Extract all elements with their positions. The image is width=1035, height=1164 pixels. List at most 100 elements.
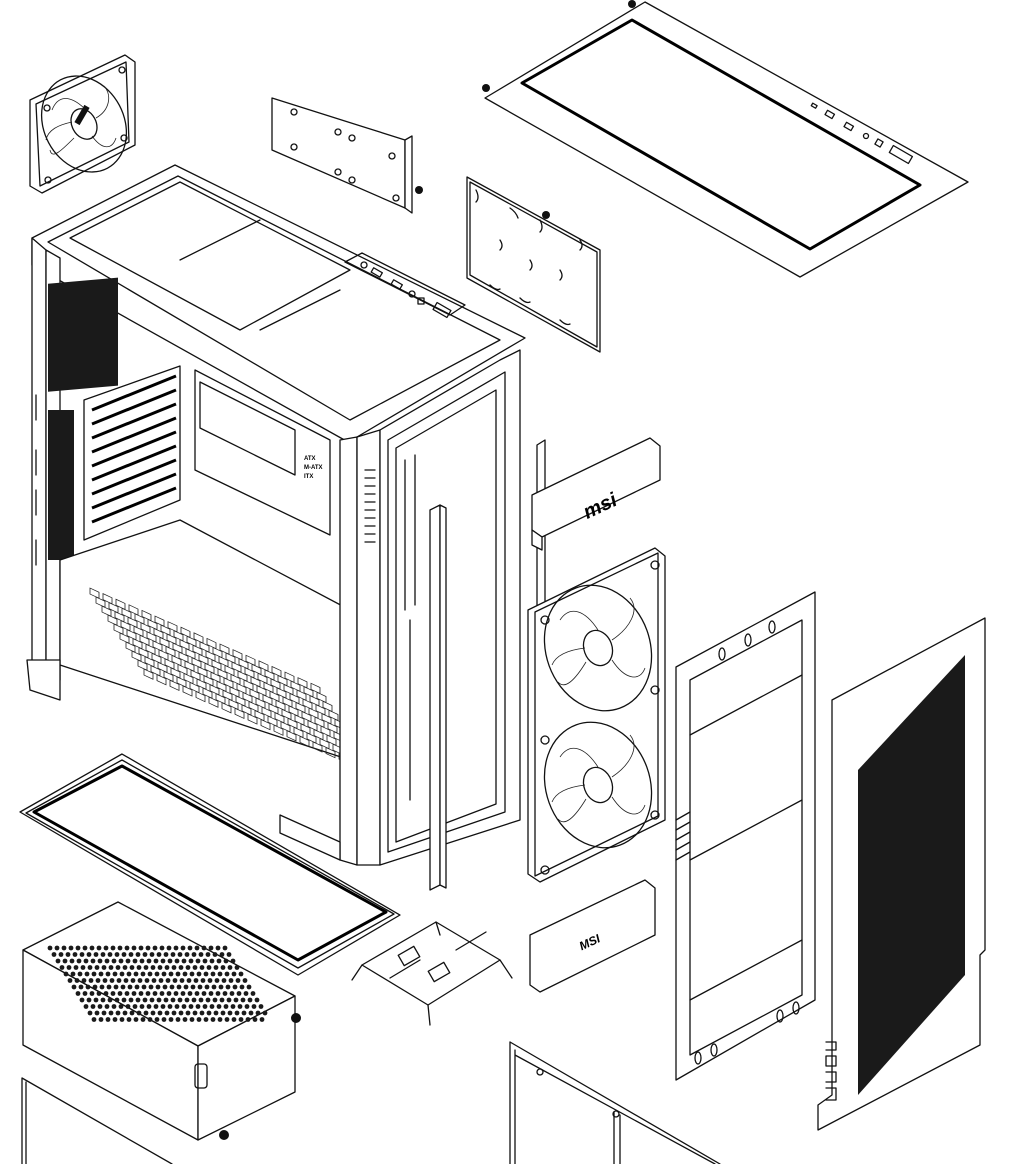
mesh-logo	[825, 1041, 837, 1101]
psu-mesh-hole	[93, 952, 99, 957]
psu-mesh-hole	[127, 984, 133, 990]
floor-grid-cell	[166, 633, 177, 645]
psu-mesh-hole	[199, 965, 205, 970]
psu-mesh-hole	[168, 971, 174, 977]
psu-mesh-hole	[194, 945, 200, 951]
psu-mesh-hole	[62, 958, 68, 964]
psu-mesh-hole	[149, 997, 155, 1003]
psu-mesh-hole	[121, 952, 127, 957]
psu-mesh-hole	[152, 945, 158, 951]
psu-mesh-hole	[213, 1010, 219, 1016]
floor-grid-cell	[290, 680, 301, 692]
psu-mesh-hole	[202, 958, 208, 964]
psu-mesh-hole	[219, 952, 225, 957]
floor-grid-cell	[206, 637, 217, 650]
psu-mesh-hole	[177, 952, 183, 957]
psu-mesh-hole	[171, 1010, 177, 1016]
psu-mesh-hole	[72, 952, 78, 957]
floor-grid-cell	[238, 658, 249, 670]
floor-grid-cell	[177, 663, 188, 676]
psu-mesh-hole	[126, 1017, 132, 1022]
psu-mesh-hole	[240, 997, 246, 1003]
psu-mesh-hole	[151, 978, 157, 983]
psu-mesh-hole	[181, 958, 187, 964]
psu-mesh-hole	[136, 965, 142, 970]
psu-mesh	[47, 945, 268, 1022]
psu-mesh-hole	[227, 1010, 233, 1016]
psu-mesh-hole	[234, 965, 240, 970]
floor-grid-cell	[263, 681, 274, 694]
psu-mesh-hole	[68, 945, 74, 951]
psu-mesh-hole	[215, 991, 221, 996]
psu-mesh-hole	[88, 978, 94, 983]
floor-grid-cell	[297, 677, 308, 689]
psu-mesh-hole	[128, 997, 134, 1003]
bottom-dust-filter	[19, 753, 401, 976]
psu-mesh-hole	[195, 958, 201, 964]
psu-mesh-hole	[149, 952, 155, 957]
floor-grid-cell	[115, 598, 126, 611]
psu-mesh-hole	[94, 1010, 100, 1016]
psu-mesh-hole	[108, 1010, 114, 1016]
floor-grid-cell	[320, 725, 331, 737]
psu-mesh-hole	[66, 965, 72, 970]
psu-mesh-hole	[126, 971, 132, 977]
floor-grid-cell	[251, 663, 262, 676]
psu-mesh-hole	[138, 945, 144, 951]
front-frame	[675, 591, 816, 1081]
floor-grid-cell	[276, 687, 287, 699]
top-panel	[482, 0, 969, 278]
psu-mesh-hole	[104, 958, 110, 964]
floor-grid-cell	[205, 650, 216, 662]
psu-mesh-hole	[67, 978, 73, 983]
floor-grid-cell	[281, 708, 292, 721]
psu-mesh-hole	[177, 997, 183, 1003]
floor-grid-cell	[102, 593, 113, 605]
psu-mesh-hole	[162, 984, 168, 990]
psu-mesh-hole	[160, 1004, 166, 1009]
psu-mesh-hole	[138, 991, 144, 996]
psu-mesh-hole	[217, 1017, 223, 1022]
front-cover-bottom: MSI	[529, 879, 656, 993]
floor-grid-cell	[294, 714, 305, 726]
psu-mesh-hole	[176, 984, 182, 990]
tray-label-matx: M-ATX	[304, 465, 323, 471]
psu-mesh-hole	[141, 984, 147, 990]
rear-fan	[29, 54, 136, 194]
floor-grid-cell	[314, 716, 325, 728]
psu-mesh-hole	[111, 1004, 117, 1009]
psu-mesh-hole	[198, 952, 204, 957]
psu-mesh-hole	[122, 965, 128, 970]
psu-mesh-hole	[117, 991, 123, 996]
psu-mesh-hole	[114, 952, 120, 957]
psu-mesh-hole	[223, 1004, 229, 1009]
psu-mesh-hole	[187, 945, 193, 951]
psu-mesh-hole	[206, 965, 212, 970]
psu-mesh-hole	[199, 1010, 205, 1016]
psu-mesh-hole	[212, 997, 218, 1003]
psu-mesh-hole	[161, 1017, 167, 1022]
psu-mesh-hole	[73, 965, 79, 970]
floor-grid-cell	[295, 701, 306, 714]
floor-grid-cell	[113, 623, 124, 635]
floor-grid-cell	[152, 640, 163, 652]
psu-mesh-hole	[153, 958, 159, 964]
psu-mesh-hole	[209, 1004, 215, 1009]
floor-grid-cell	[287, 717, 298, 730]
psu-mesh-hole	[185, 965, 191, 970]
psu-mesh-hole	[159, 991, 165, 996]
psu-mesh-hole	[51, 952, 57, 957]
floor-grid-cell	[301, 710, 312, 723]
floor-grid-cell	[120, 620, 131, 632]
psu-mesh-hole	[212, 952, 218, 957]
psu-mesh-hole	[167, 958, 173, 964]
floor-grid-cell	[192, 644, 203, 657]
psu-mesh-hole	[74, 978, 80, 983]
psu-mesh-hole	[86, 952, 92, 957]
psu-mesh-hole	[139, 958, 145, 964]
floor-grid-cell	[325, 746, 336, 759]
psu-mesh-hole	[132, 1004, 138, 1009]
psu-mesh-hole	[47, 945, 53, 951]
floor-grid-cell	[274, 712, 285, 724]
psu-mesh-hole	[80, 965, 86, 970]
